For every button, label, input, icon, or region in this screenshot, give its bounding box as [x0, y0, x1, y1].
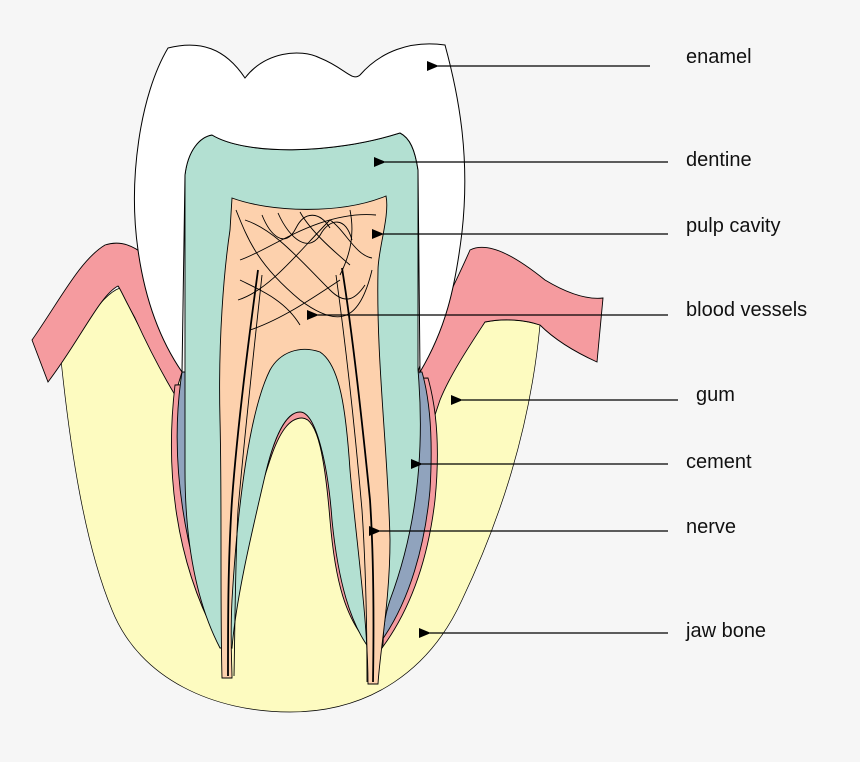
gum-right — [417, 246, 604, 432]
label-jaw-bone: jaw bone — [685, 620, 766, 642]
label-cement: cement — [686, 451, 752, 473]
label-enamel: enamel — [686, 46, 752, 68]
label-blood-vessels: blood vessels — [686, 299, 807, 321]
nerve-left — [227, 269, 259, 677]
vessel-right-thin — [335, 274, 368, 683]
label-nerve: nerve — [686, 516, 736, 538]
label-gum: gum — [696, 384, 735, 406]
pulp-cavity-region — [219, 195, 391, 685]
vessel-left-thin — [233, 274, 263, 677]
blood-vessel-network — [235, 209, 377, 331]
label-dentine: dentine — [686, 149, 752, 171]
enamel-crown — [134, 43, 466, 374]
label-pulp-cavity: pulp cavity — [686, 215, 781, 237]
nerve-right — [341, 267, 375, 683]
